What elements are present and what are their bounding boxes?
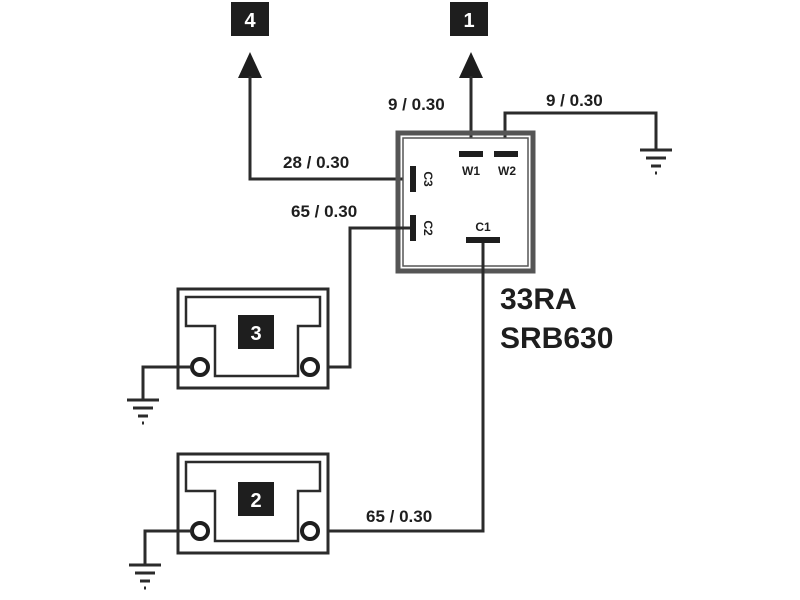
ground-icon: [127, 398, 159, 425]
connector-2-label: 2: [250, 490, 261, 512]
pin-c1-label: C1: [475, 220, 491, 234]
wire-label-c2: 65 / 0.30: [291, 202, 357, 221]
pin-w2: [494, 151, 518, 157]
pin-c2: [410, 215, 416, 241]
wire-label-w1: 9 / 0.30: [388, 95, 445, 114]
relay-box: [395, 130, 536, 274]
pin-w1-label: W1: [462, 164, 480, 178]
terminal-4: 4: [231, 2, 269, 36]
wire-label-c3: 28 / 0.30: [283, 153, 349, 172]
connector-3-label: 3: [250, 323, 261, 345]
arrow-up-icon: [238, 52, 262, 78]
pin-w2-label: W2: [498, 164, 516, 178]
arrow-up-icon: [459, 52, 483, 78]
wire-c1-to-connector-2: [322, 243, 485, 533]
ground-icon: [640, 148, 672, 175]
pin-c3: [410, 166, 416, 192]
wire-c3-to-terminal-4: [248, 76, 412, 181]
connector-2: 2: [176, 452, 330, 555]
pin-w1: [459, 151, 483, 157]
ground-icon: [129, 563, 161, 590]
wire-connector-3-ground: [141, 365, 192, 400]
wire-label-w2: 9 / 0.30: [546, 91, 603, 110]
connector-3: 3: [176, 287, 330, 390]
terminal-1: 1: [450, 2, 488, 36]
relay-part-number: SRB630: [500, 322, 613, 355]
pin-c3-label: C3: [421, 171, 435, 187]
pin-c1: [466, 237, 500, 243]
pin-c2-label: C2: [421, 220, 435, 236]
wire-c2-to-connector-3: [320, 226, 410, 369]
terminal-1-label: 1: [463, 10, 474, 32]
relay-code: 33RA: [500, 283, 577, 316]
wire-connector-2-ground: [143, 529, 192, 565]
wire-label-c1: 65 / 0.30: [366, 507, 432, 526]
terminal-4-label: 4: [244, 10, 256, 32]
